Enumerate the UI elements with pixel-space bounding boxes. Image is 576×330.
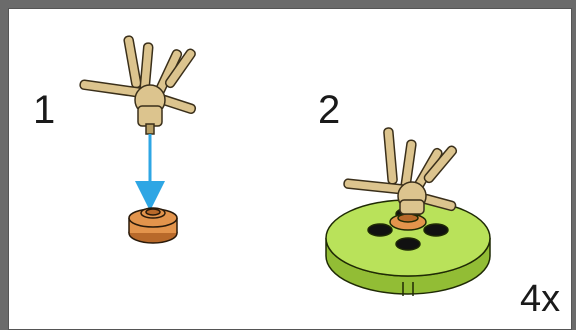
lime-round-tile-icon	[325, 199, 491, 296]
quantity-label: 4x	[520, 278, 561, 320]
step-number-2: 2	[318, 88, 341, 132]
build-illustration	[79, 35, 491, 296]
orange-round-plate-icon	[128, 207, 178, 244]
tan-claw-piece-icon	[343, 127, 458, 215]
step-number-1: 1	[33, 88, 56, 132]
tan-claw-piece-icon	[79, 35, 197, 135]
instruction-panel: 1 2 4x	[8, 8, 572, 330]
